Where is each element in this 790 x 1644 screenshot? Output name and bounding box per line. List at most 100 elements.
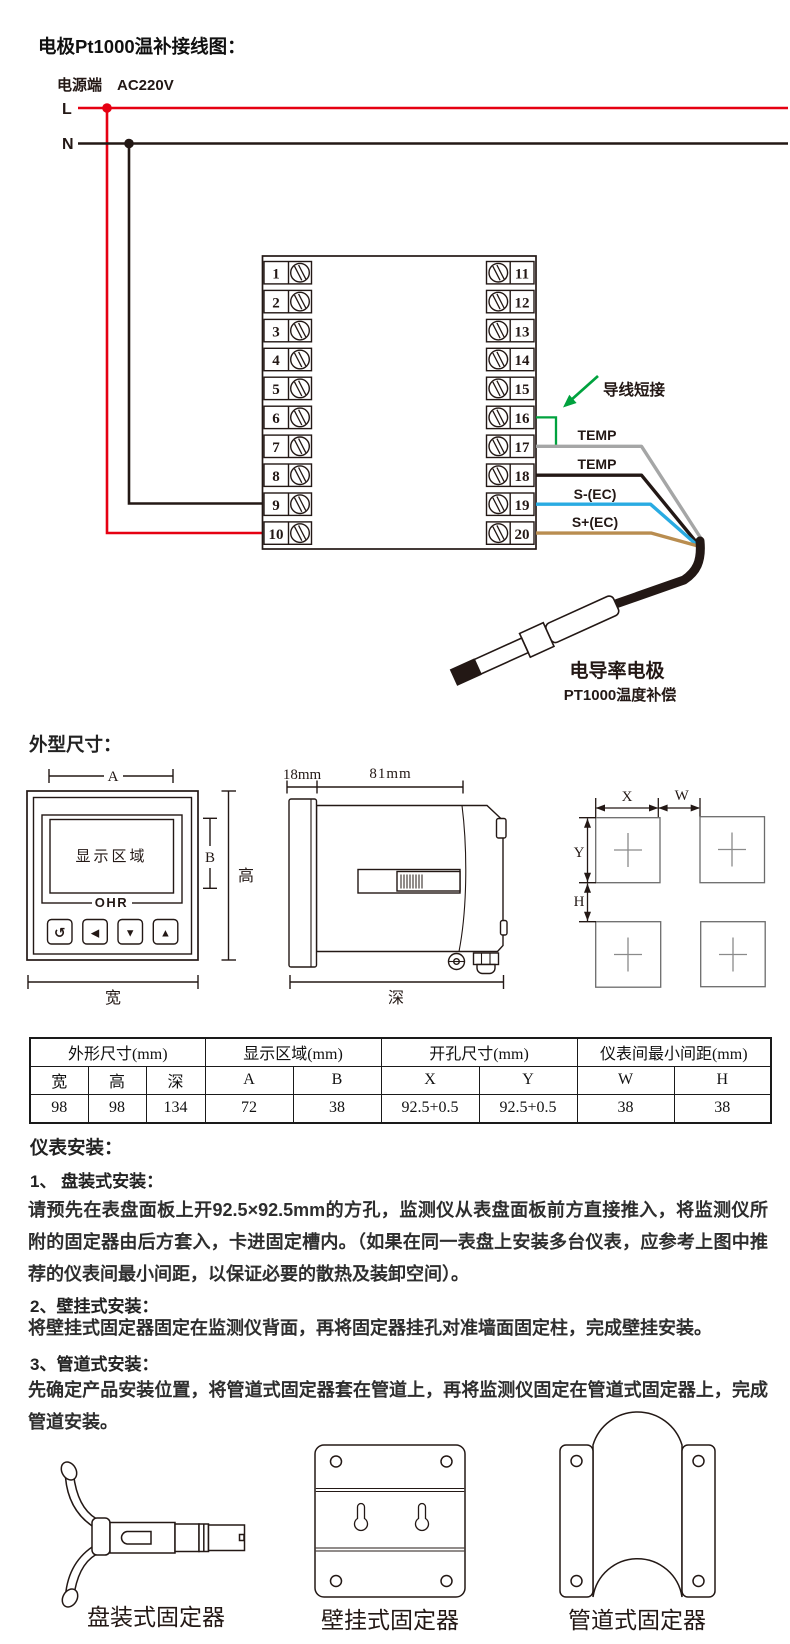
wiring-diagram: 电源端 AC220V L N 1 2 3 4 5 6 7 8 9 10 11 1	[57, 76, 788, 704]
dim-b-label: B	[205, 850, 215, 866]
val-h: 38	[673, 1093, 772, 1124]
voltage-label: AC220V	[117, 77, 174, 94]
col-w: W	[576, 1065, 675, 1095]
install-s3-body: 先确定产品安装位置，将管道式固定器套在管道上，再将监测仪固定在管道式固定器上，完…	[28, 1380, 768, 1432]
svg-text:18: 18	[515, 469, 530, 485]
outline-drawings: A 显示区域 OHR ↺ ◀ ▼ ▲ B 高	[26, 766, 766, 1007]
cutout-w-label: W	[675, 788, 690, 804]
wire-label-s-plus: S+(EC)	[572, 514, 618, 530]
terminal-block: 1 2 3 4 5 6 7 8 9 10 11 12 13 14 15 16 1…	[261, 255, 537, 550]
install-s1-title: 1、 盘装式安装：	[30, 1172, 164, 1191]
svg-text:20: 20	[515, 527, 530, 543]
terminal-row-1: 1	[263, 260, 313, 285]
svg-text:8: 8	[272, 469, 280, 485]
brand-logo: OHR	[95, 895, 128, 910]
dim-a-label: A	[108, 769, 119, 785]
svg-text:2: 2	[272, 295, 280, 311]
wire-label-s-minus: S-(EC)	[574, 486, 617, 502]
svg-text:11: 11	[515, 266, 529, 282]
val-depth: 134	[145, 1093, 206, 1124]
neutral-wire	[78, 138, 788, 505]
terminal-row-12: 12	[485, 289, 535, 314]
col-h: H	[673, 1065, 772, 1095]
button-reset-icon: ↺	[54, 925, 66, 941]
val-width: 98	[29, 1093, 89, 1124]
svg-text:1: 1	[272, 266, 280, 282]
terminal-row-14: 14	[485, 347, 535, 372]
display-area-label: 显示区域	[75, 848, 147, 865]
svg-text:4: 4	[272, 353, 280, 369]
svg-text:3: 3	[272, 324, 280, 340]
install-s3-title: 3、管道式安装：	[30, 1355, 159, 1374]
val-w: 38	[576, 1093, 675, 1124]
live-wire	[78, 103, 788, 535]
svg-text:17: 17	[515, 440, 531, 456]
terminal-row-19: 19	[485, 492, 535, 517]
button-left-icon: ◀	[91, 928, 100, 940]
svg-text:13: 13	[515, 324, 530, 340]
terminal-row-9: 9	[263, 492, 313, 517]
cutout-diagram: X W	[574, 788, 766, 988]
svg-text:9: 9	[272, 498, 280, 514]
electrode-title: 电导率电极	[569, 659, 665, 682]
terminal-row-2: 2	[263, 289, 313, 314]
caption-pipe-fixture: 管道式固定器	[568, 1607, 706, 1633]
cutout-x-label: X	[622, 789, 633, 805]
col-a: A	[204, 1065, 294, 1095]
width-label: 宽	[105, 989, 121, 1007]
install-heading: 仪表安装：	[30, 1137, 123, 1158]
terminal-row-17: 17	[485, 434, 535, 459]
line-l-label: L	[62, 101, 72, 118]
table-group-cutout: 开孔尺寸(mm)	[380, 1037, 578, 1067]
dim-18mm-label: 18mm	[283, 767, 322, 783]
terminal-row-11: 11	[485, 260, 535, 285]
wall-fixture	[314, 1444, 466, 1598]
wire-temp1	[536, 444, 704, 541]
cutout-y-label: Y	[574, 845, 585, 861]
fixtures: 盘装式固定器 壁挂式固定器 管道式固定器	[60, 1411, 716, 1633]
spec-table: 外形尺寸(mm) 显示区域(mm) 开孔尺寸(mm) 仪表间最小间距(mm) 宽…	[29, 1037, 772, 1124]
button-down-icon: ▼	[125, 928, 136, 940]
caption-panel-fixture: 盘装式固定器	[87, 1604, 225, 1630]
side-view: 18mm 81mm 深	[283, 766, 508, 1007]
table-group-spacing: 仪表间最小间距(mm)	[576, 1037, 772, 1067]
svg-text:15: 15	[515, 382, 530, 398]
install-s1-body: 请预先在表盘面板上开92.5×92.5mm的方孔，监测仪从表盘面板前方直接推入，…	[28, 1200, 768, 1284]
table-group-display: 显示区域(mm)	[204, 1037, 382, 1067]
terminal-row-13: 13	[485, 318, 535, 343]
val-height: 98	[87, 1093, 147, 1124]
dim-81mm-label: 81mm	[369, 766, 411, 782]
jumper-label: 导线短接	[603, 380, 666, 399]
val-a: 72	[204, 1093, 294, 1124]
depth-label: 深	[388, 989, 404, 1007]
val-y: 92.5+0.5	[478, 1093, 578, 1124]
wire-label-temp1: TEMP	[578, 427, 617, 443]
electrode-subtitle: PT1000温度补偿	[564, 686, 677, 704]
table-group-outline: 外形尺寸(mm)	[29, 1037, 206, 1067]
front-view: A 显示区域 OHR ↺ ◀ ▼ ▲ B 高	[26, 769, 254, 1007]
wire-s-plus	[536, 531, 699, 548]
terminal-row-6: 6	[263, 405, 313, 430]
outline-heading: 外型尺寸：	[29, 734, 122, 755]
sensor-wires	[536, 444, 704, 548]
terminal-row-5: 5	[263, 376, 313, 401]
terminal-row-4: 4	[263, 347, 313, 372]
svg-text:12: 12	[515, 295, 530, 311]
install-s2-body: 将壁挂式固定器固定在监测仪背面，再将固定器挂孔对准墙面固定柱，完成壁挂安装。	[28, 1318, 712, 1338]
terminal-row-15: 15	[485, 376, 535, 401]
col-y: Y	[478, 1065, 578, 1095]
col-x: X	[380, 1065, 480, 1095]
power-terminal-label: 电源端	[57, 76, 102, 94]
svg-text:6: 6	[272, 411, 280, 427]
height-label: 高	[238, 867, 254, 885]
panel-fixture	[60, 1461, 246, 1608]
terminal-row-7: 7	[263, 434, 313, 459]
terminal-row-20: 20	[485, 521, 535, 546]
svg-text:19: 19	[515, 498, 530, 514]
wire-temp2	[536, 473, 699, 545]
col-b: B	[292, 1065, 382, 1095]
svg-text:14: 14	[515, 353, 531, 369]
line-n-label: N	[62, 136, 74, 153]
button-up-icon: ▲	[160, 928, 171, 940]
